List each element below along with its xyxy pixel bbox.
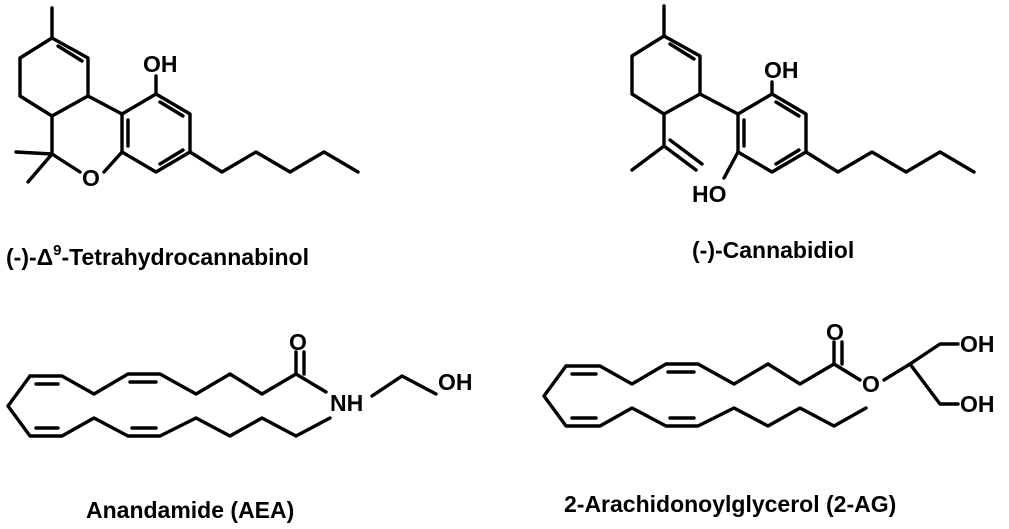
thc-structure: OH O [14, 6, 360, 191]
aea-carbonyl-oxygen-label: O [289, 329, 307, 355]
2ag-bottom-oh-label: OH [960, 391, 995, 417]
2ag-ester-oxygen-label: O [862, 371, 880, 397]
aea-nh-label: NH [330, 390, 363, 416]
thc-caption: (-)-Δ9-Tetrahydrocannabinol [6, 242, 309, 270]
2ag-caption: 2-Arachidonoylglycerol (2-AG) [564, 491, 896, 517]
aea-structure: O NH OH [6, 329, 473, 438]
cbd-caption: (-)-Cannabidiol [692, 237, 854, 263]
cbd-bottom-oh-label: HO [692, 181, 727, 207]
2ag-carbonyl-oxygen-label: O [826, 319, 844, 345]
thc-ring-oxygen-label: O [82, 165, 100, 191]
2ag-top-oh-label: OH [960, 331, 995, 357]
thc-oh-label: OH [143, 51, 178, 77]
cbd-top-oh-label: OH [764, 57, 799, 83]
aea-caption: Anandamide (AEA) [86, 497, 294, 523]
2ag-structure: O O OH OH [542, 319, 995, 428]
aea-oh-label: OH [438, 369, 473, 395]
cbd-structure: OH HO [630, 4, 976, 207]
